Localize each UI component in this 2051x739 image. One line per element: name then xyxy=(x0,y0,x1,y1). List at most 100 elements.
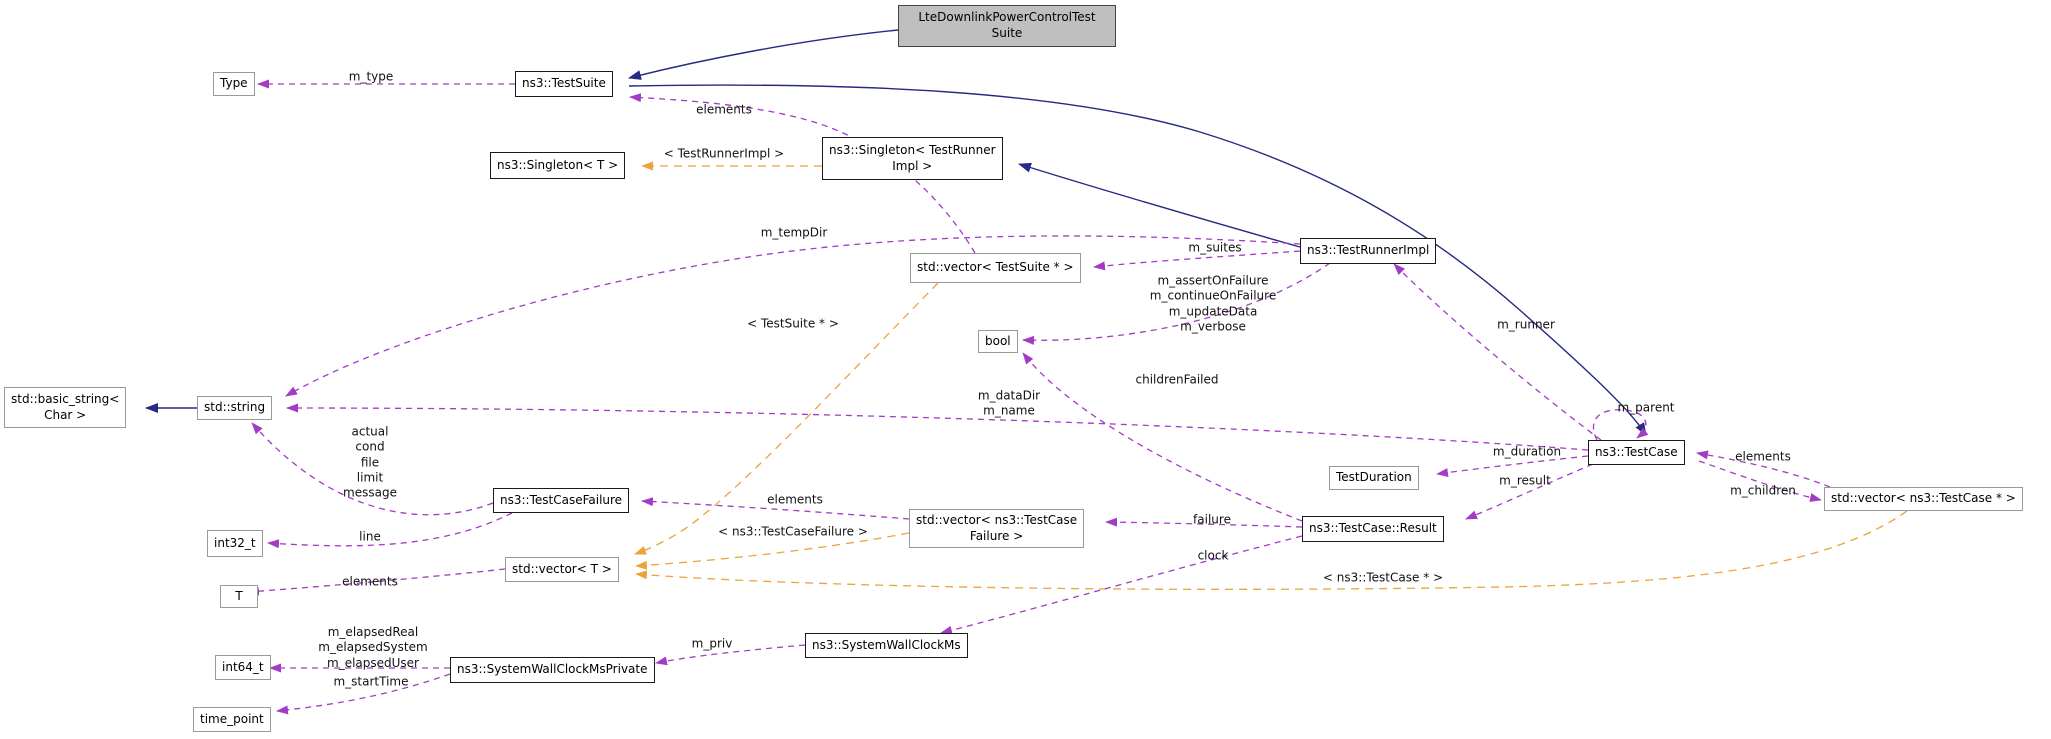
edge-label-m-tempdir: m_tempDir xyxy=(760,225,828,240)
edge-template-vector-testcase xyxy=(635,510,1908,590)
edge-label-line: file xyxy=(360,455,380,470)
edge-inherit-lte-testsuite xyxy=(628,29,899,80)
edge-m-parent-selfloop xyxy=(1592,409,1649,441)
edge-m-runner xyxy=(1393,263,1602,441)
edge-inherit-testsuite-testcase xyxy=(628,84,1647,436)
edge-label-line-member: line xyxy=(359,529,381,544)
edge-m-datadir-m-name xyxy=(286,403,1589,451)
edge-label-clock: clock xyxy=(1197,548,1229,563)
class-label: ns3::TestRunnerImpl xyxy=(1307,243,1430,258)
edge-label-m-type: m_type xyxy=(348,69,394,84)
class-std-vector-ns3-testcasefailure: std::vector< ns3::TestCase Failure > xyxy=(909,509,1085,548)
edge-label-m-suites: m_suites xyxy=(1188,240,1242,255)
edge-label-line: m_elapsedUser xyxy=(327,655,419,670)
class-label: ns3::Singleton< TestRunner xyxy=(829,142,996,157)
edge-label-line: m_dataDir xyxy=(977,388,1041,403)
class-ns3-testrunnerimpl[interactable]: ns3::TestRunnerImpl xyxy=(1300,238,1437,264)
edge-label-line: m_updateData xyxy=(1168,304,1258,318)
class-ns3-singleton-testrunnerimpl[interactable]: ns3::Singleton< TestRunner Impl > xyxy=(822,137,1003,180)
class-testduration: TestDuration xyxy=(1329,466,1419,490)
edge-label-m-duration: m_duration xyxy=(1492,444,1562,459)
class-label: ns3::TestCase xyxy=(1595,444,1678,459)
class-label: int32_t xyxy=(214,535,256,550)
edge-label-line: actual xyxy=(351,424,389,439)
edge-label-line: limit xyxy=(356,470,384,485)
class-label: ns3::SystemWallClockMs xyxy=(812,637,961,652)
class-label: ns3::TestCaseFailure xyxy=(500,492,623,507)
edge-label-line: m_elapsedSystem xyxy=(318,640,428,655)
edge-template-vector-failure xyxy=(635,532,910,570)
edge-label-template-testrunnerimpl: < TestRunnerImpl > xyxy=(663,146,785,161)
class-label: time_point xyxy=(200,711,264,726)
class-ns3-systemwallclockmsprivate[interactable]: ns3::SystemWallClockMsPrivate xyxy=(450,657,655,683)
class-std-vector-testsuite-ptr: std::vector< TestSuite * > xyxy=(910,253,1081,283)
edge-label-line: m_name xyxy=(983,404,1035,418)
edge-m-tempdir xyxy=(285,235,1301,397)
class-label: std::vector< ns3::TestCase xyxy=(916,512,1078,527)
edge-label-elements-testcases: elements xyxy=(1735,449,1791,464)
class-type: Type xyxy=(213,72,255,96)
class-ns3-singleton-t[interactable]: ns3::Singleton< T > xyxy=(490,152,626,179)
edge-label-template-testsuite-ptr: < TestSuite * > xyxy=(747,316,839,331)
edge-label-childrenfailed: childrenFailed xyxy=(1135,372,1219,387)
class-ns3-systemwallclockms[interactable]: ns3::SystemWallClockMs xyxy=(805,633,968,658)
class-label: std::vector< T > xyxy=(512,561,612,576)
edge-label-line: message xyxy=(343,486,397,501)
class-time-point: time_point xyxy=(193,707,271,732)
edge-m-starttime xyxy=(276,673,451,715)
edge-label-elapsed-members: m_elapsedReal m_elapsedSystem m_elapsedU… xyxy=(316,625,429,671)
class-std-basic-string: std::basic_string< Char > xyxy=(4,387,127,428)
edge-runner-flags xyxy=(1022,262,1331,345)
class-label: ns3::SystemWallClockMsPrivate xyxy=(457,662,648,677)
class-label: TestDuration xyxy=(1336,470,1412,485)
edge-label-m-starttime: m_startTime xyxy=(333,674,409,689)
class-label: Impl > xyxy=(892,158,933,173)
edge-m-result xyxy=(1465,463,1594,520)
edge-elements-testcases xyxy=(1696,450,1831,488)
class-label: Suite xyxy=(991,26,1023,40)
class-label: ns3::TestSuite xyxy=(522,76,606,91)
edge-label-template-testcase-ptr: < ns3::TestCase * > xyxy=(1322,570,1444,585)
edge-label-m-result: m_result xyxy=(1499,473,1551,488)
edge-label-template-testcasefailure: < ns3::TestCaseFailure > xyxy=(718,524,868,539)
edge-label-m-priv: m_priv xyxy=(691,636,733,651)
edge-childrenfailed xyxy=(1022,352,1303,522)
class-label: ns3::TestCase::Result xyxy=(1309,521,1437,536)
edge-label-line: m_continueOnFailure xyxy=(1149,288,1277,303)
edge-label-m-datadir-m-name: m_dataDir m_name xyxy=(976,389,1042,420)
edge-m-priv xyxy=(655,644,806,666)
class-ns3-testcasefailure[interactable]: ns3::TestCaseFailure xyxy=(493,488,630,513)
edge-m-children xyxy=(1698,460,1822,502)
edge-elements-failures xyxy=(641,497,910,520)
class-std-vector-t: std::vector< T > xyxy=(505,557,619,582)
edge-elements-t xyxy=(247,568,506,596)
class-int32-t: int32_t xyxy=(207,530,263,557)
edge-label-elements-failures: elements xyxy=(767,492,823,507)
class-label: std::basic_string< xyxy=(11,391,120,406)
class-label: Char > xyxy=(44,407,87,422)
class-label: T xyxy=(235,588,243,603)
class-std-string: std::string xyxy=(197,396,273,420)
edge-label-line: m_assertOnFailure xyxy=(1157,273,1269,288)
class-label: int64_t xyxy=(222,659,264,674)
class-ns3-testsuite[interactable]: ns3::TestSuite xyxy=(515,71,613,97)
class-ns3-testcase-result[interactable]: ns3::TestCase::Result xyxy=(1302,516,1444,542)
edge-label-line: m_elapsedReal xyxy=(327,624,419,639)
edge-label-m-parent: m_parent xyxy=(1617,400,1675,415)
edge-label-line: m_verbose xyxy=(1180,319,1246,334)
edge-label-m-children: m_children xyxy=(1730,483,1796,498)
class-label: bool xyxy=(985,333,1011,348)
edge-failure-strings xyxy=(251,422,494,516)
class-current-lte-downlink-power-control-test-suite: LteDownlinkPowerControlTest Suite xyxy=(898,5,1116,47)
edge-m-suites xyxy=(1093,250,1301,271)
edge-label-failure: failure xyxy=(1193,512,1231,527)
class-label: std::string xyxy=(204,400,266,415)
edge-label-m-runner: m_runner xyxy=(1497,317,1555,332)
class-label: Failure > xyxy=(969,528,1024,543)
class-t: T xyxy=(220,585,258,608)
class-std-vector-ns3-testcase-ptr: std::vector< ns3::TestCase * > xyxy=(1824,487,2023,511)
class-ns3-testcase[interactable]: ns3::TestCase xyxy=(1588,440,1685,465)
edge-label-failure-members: actual cond file limit message xyxy=(341,425,399,502)
edge-failure xyxy=(1105,517,1303,528)
